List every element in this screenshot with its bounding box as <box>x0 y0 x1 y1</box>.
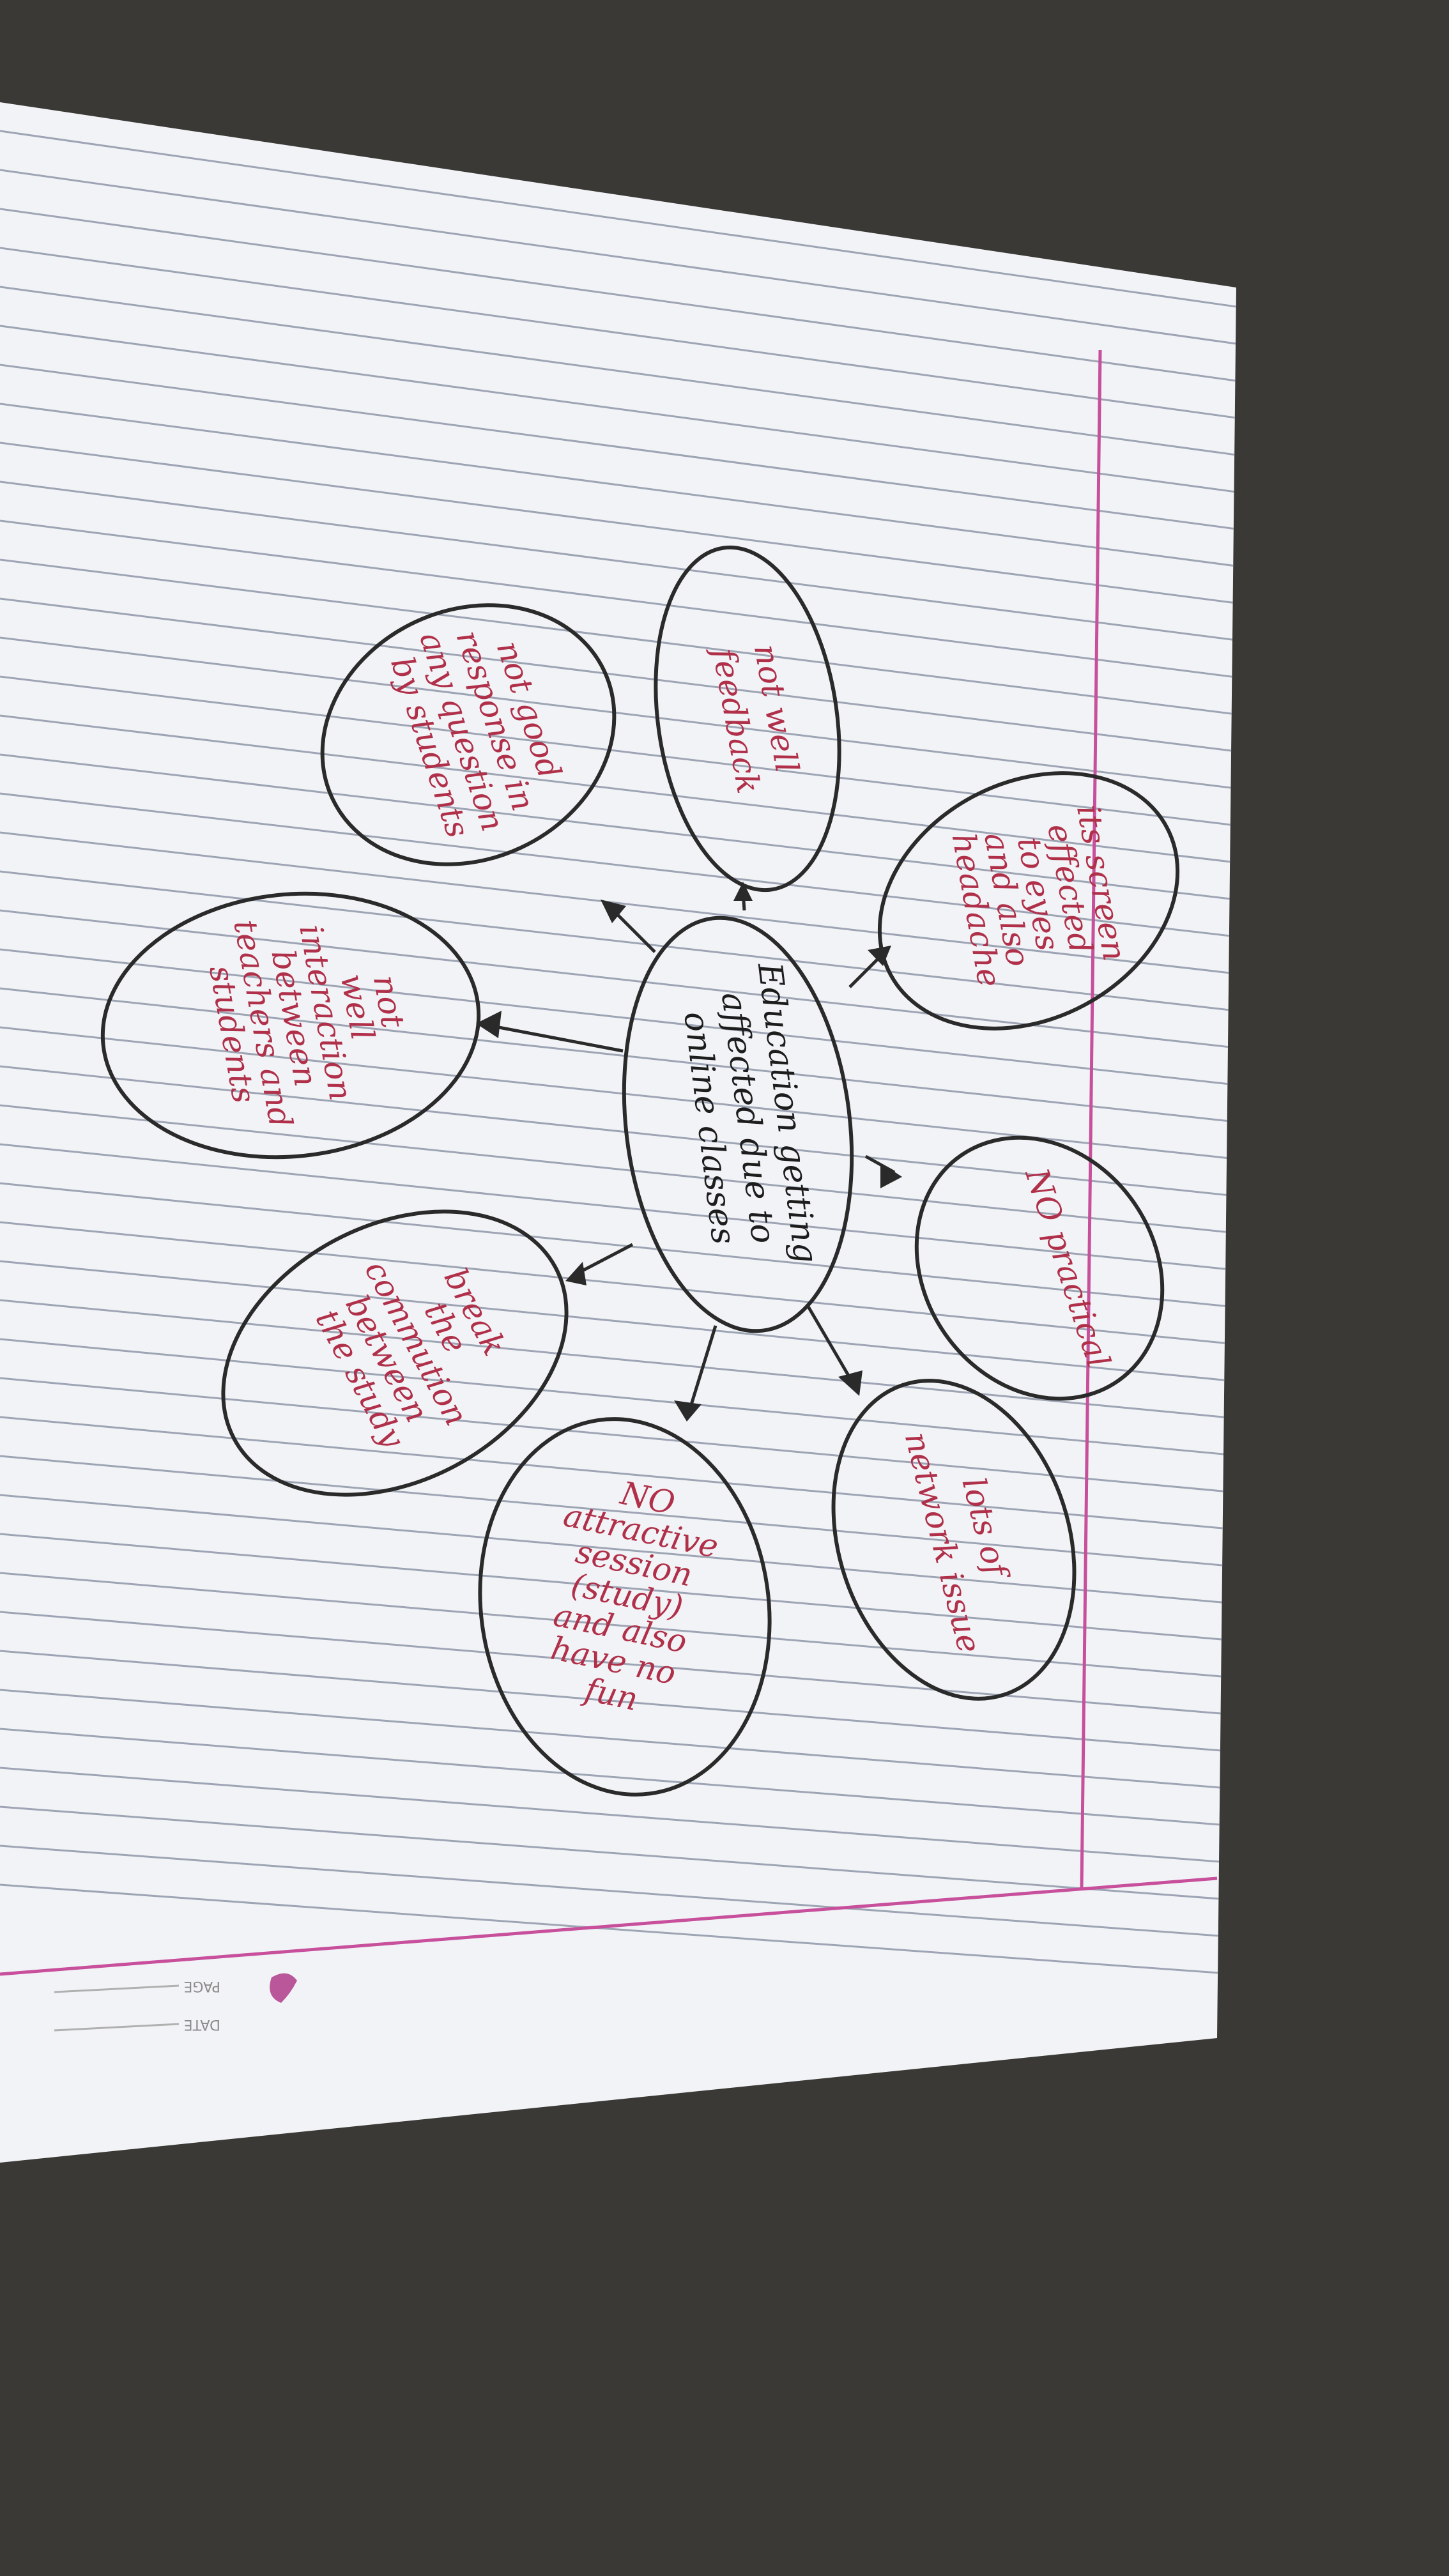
rule-line <box>0 714 1236 864</box>
rule-line <box>0 480 1236 641</box>
center-node-text: Education getting affected due to online… <box>671 960 826 1285</box>
margin-line-horizontal <box>0 1876 1218 1976</box>
rule-line <box>0 1143 1236 1271</box>
rule-line <box>0 1104 1236 1234</box>
rule-line <box>0 1455 1236 1568</box>
rule-line <box>0 130 1236 308</box>
rule-line <box>0 597 1236 753</box>
rule-line <box>0 364 1236 530</box>
rule-line <box>0 169 1236 345</box>
rule-line <box>0 948 1236 1086</box>
rule-line <box>0 286 1236 456</box>
rule-line <box>0 1805 1236 1901</box>
rule-line <box>0 1377 1236 1494</box>
rule-line <box>0 792 1236 938</box>
rule-line <box>0 1221 1236 1346</box>
rule-line <box>0 1572 1236 1679</box>
rule-line <box>0 1299 1236 1420</box>
rule-line <box>0 753 1236 901</box>
rule-line <box>0 519 1236 678</box>
footer-date-label: DATE <box>184 2016 220 2032</box>
footer-page-label: PAGE <box>184 1978 220 1994</box>
rule-line <box>0 1650 1236 1753</box>
rule-line <box>0 1065 1236 1197</box>
rule-line <box>0 1533 1236 1642</box>
rule-line <box>0 247 1236 419</box>
rule-line <box>0 1883 1236 1975</box>
rule-line <box>0 831 1236 975</box>
rule-line <box>0 987 1236 1123</box>
rule-line <box>0 1728 1236 1827</box>
arrow-to-break <box>565 1243 634 1285</box>
rule-line <box>0 208 1236 382</box>
center-node: Education getting affected due to online… <box>622 916 854 1333</box>
arrow-to-network <box>806 1305 862 1396</box>
arrow-to-attractive <box>674 1325 717 1422</box>
rule-line <box>0 1689 1236 1790</box>
connector-arrows <box>476 882 902 1422</box>
rule-line <box>0 1416 1236 1531</box>
rule-line <box>0 870 1236 1012</box>
rule-line <box>0 1767 1236 1864</box>
notebook-page <box>0 102 1236 2163</box>
arrow-to-response <box>601 900 656 953</box>
rule-line <box>0 636 1236 790</box>
page-footer: PAGE DATE <box>54 1973 297 2032</box>
rule-line <box>0 402 1236 567</box>
rule-line <box>0 1611 1236 1716</box>
arrow-to-practical <box>864 1154 902 1188</box>
rule-line <box>0 1844 1236 1938</box>
rule-line <box>0 1338 1236 1457</box>
rule-line <box>0 1260 1236 1383</box>
margin-line-vertical <box>1080 349 1102 1889</box>
arrow-to-screen <box>848 946 891 988</box>
rule-line <box>0 558 1236 716</box>
rule-line <box>0 441 1236 604</box>
rule-line <box>0 675 1236 827</box>
ink-smudge <box>270 1973 297 2003</box>
ruled-lines <box>0 130 1236 1975</box>
margin-lines <box>0 349 1218 1976</box>
arrow-to-interaction <box>476 1011 624 1053</box>
rule-line <box>0 325 1236 493</box>
rule-line <box>0 1494 1236 1605</box>
arrow-to-feedback <box>733 882 753 911</box>
rule-line <box>0 1182 1236 1308</box>
